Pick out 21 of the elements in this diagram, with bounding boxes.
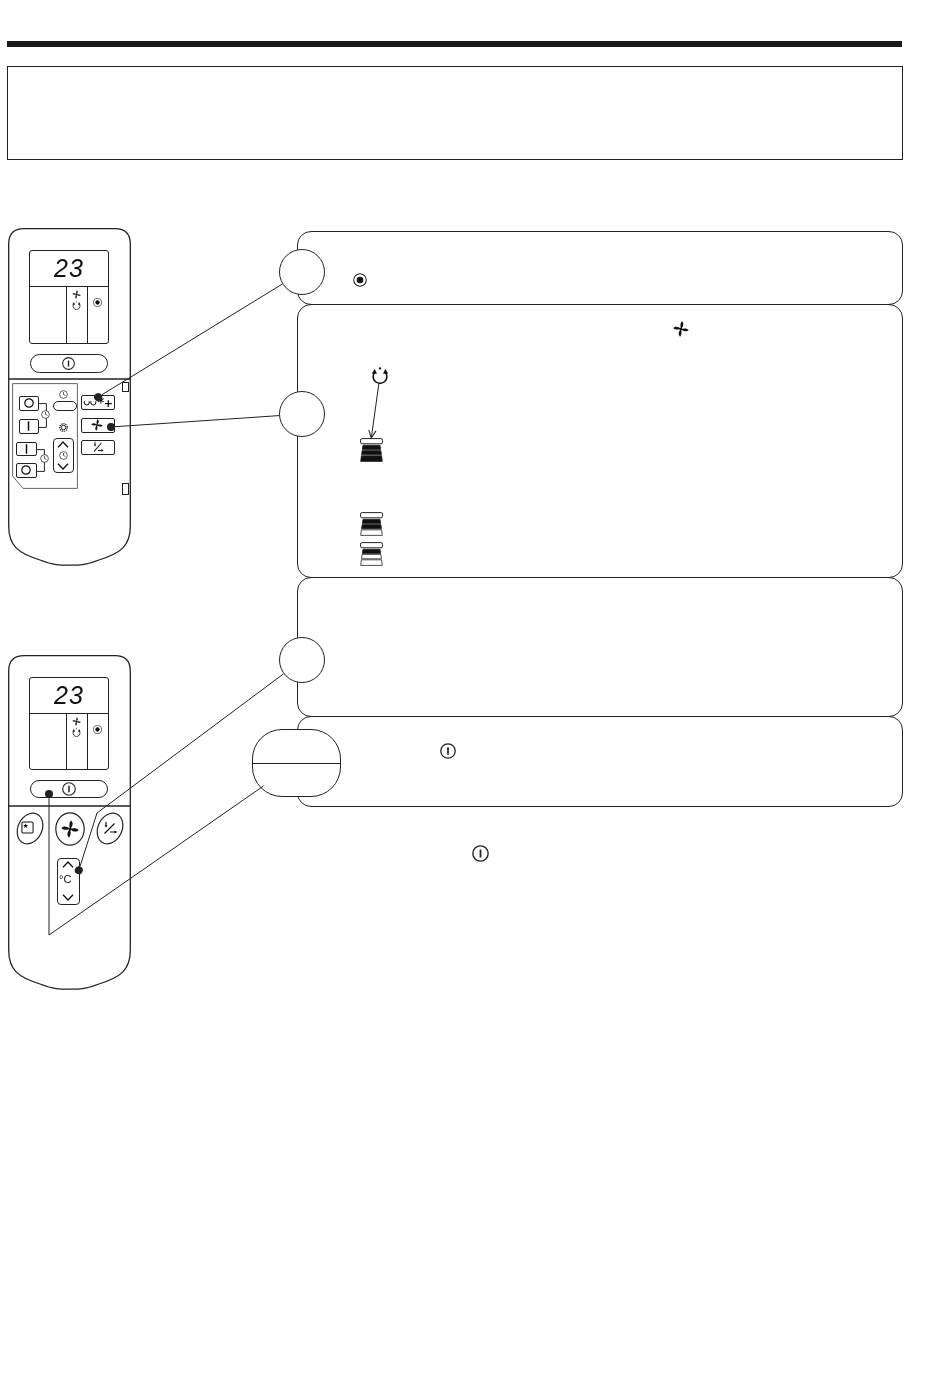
power-button: [30, 780, 108, 798]
step-number-circle: [279, 249, 325, 295]
leader-line: [94, 283, 283, 402]
step-number-badge: [252, 729, 341, 797]
leader-line: [74, 673, 285, 875]
fan-speed-button: [81, 418, 115, 433]
leader-line: [107, 415, 280, 431]
power-button: [30, 354, 108, 373]
temperature-readout: 23: [54, 256, 84, 281]
circular-arrows-icon: [370, 366, 389, 384]
title-frame: [7, 66, 903, 160]
fan-speed-icon: [358, 437, 384, 462]
remote-control: [8, 655, 131, 990]
leader-line: [45, 785, 265, 936]
swing-button: [81, 440, 115, 455]
remote-control: [8, 228, 131, 566]
arrow: [368, 383, 380, 439]
temperature-readout: 23: [54, 683, 84, 708]
step-number-circle: [279, 637, 325, 683]
temperature-button: °C: [57, 858, 80, 905]
step-number-circle: [279, 391, 325, 437]
